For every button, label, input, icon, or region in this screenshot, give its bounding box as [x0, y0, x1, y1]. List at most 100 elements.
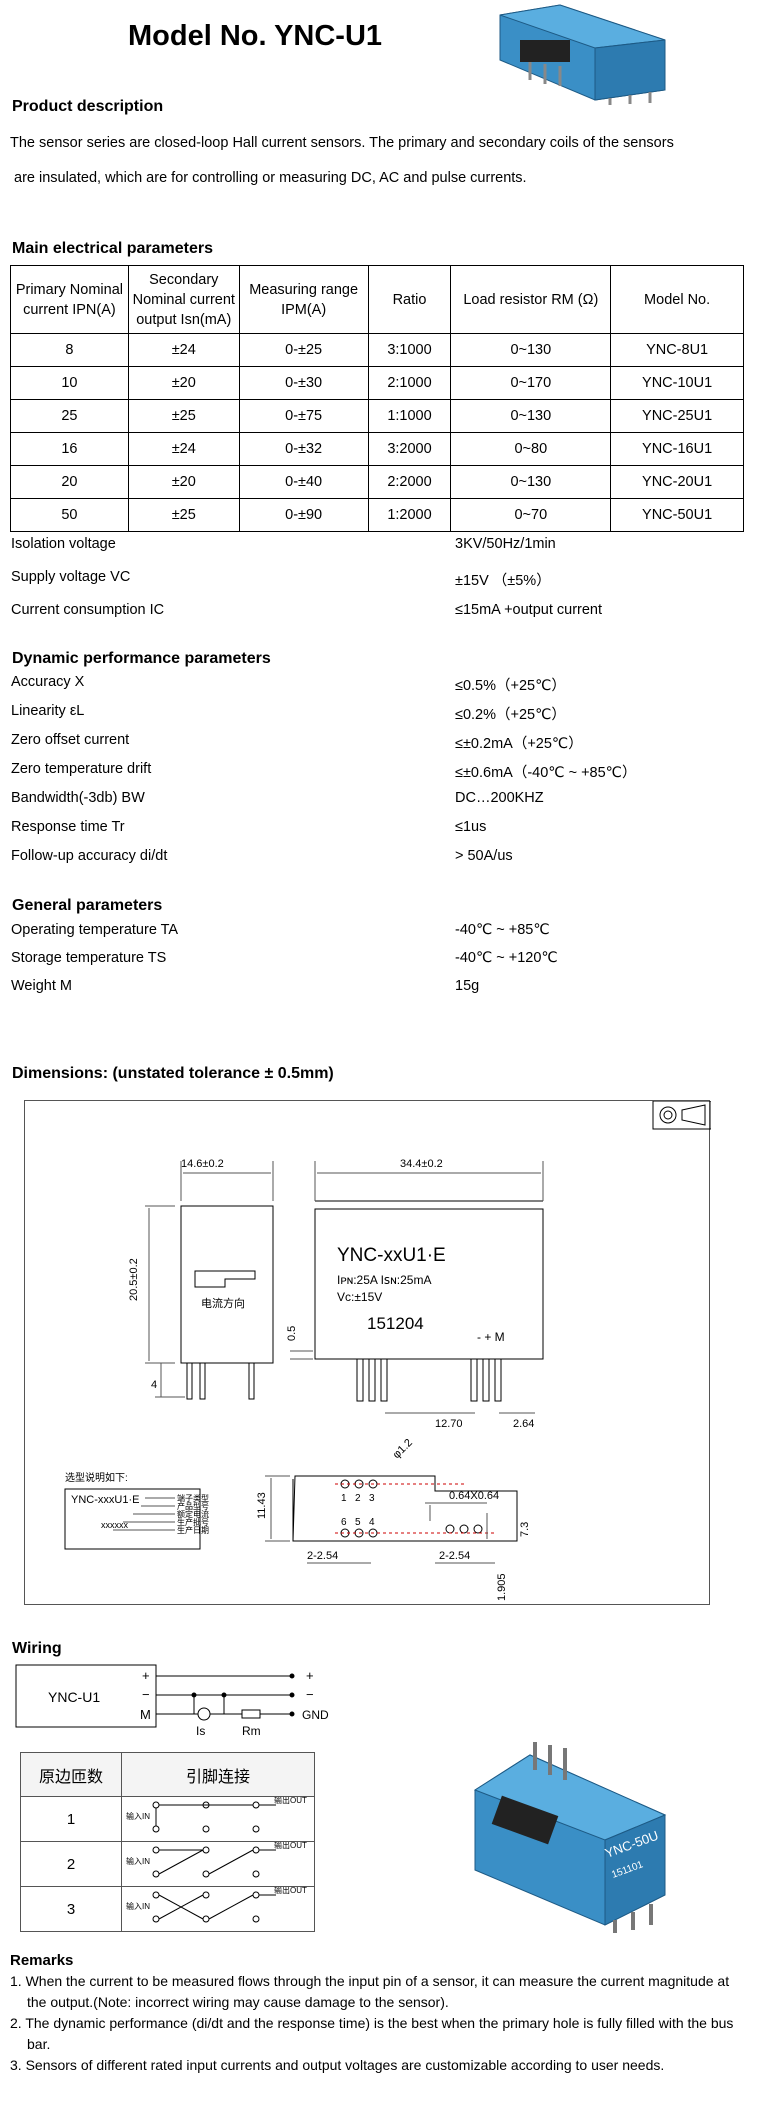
table-cell: 0-±40: [238, 465, 369, 499]
param-label: Storage temperature TS: [11, 950, 167, 966]
dim-width-right: 34.4±0.2: [400, 1158, 443, 1170]
table-cell: 0-±25: [238, 333, 369, 367]
dim-05: 0.5: [286, 1326, 298, 1341]
dimension-drawing: 14.6±0.2 34.4±0.2 20.5±0.2 4 0.5 12.70 2…: [24, 1100, 711, 1605]
pin-number: 5: [355, 1517, 361, 1528]
table-row: 1 输入IN 输出OUT: [19, 1795, 315, 1842]
param-label: Accuracy X: [11, 674, 85, 690]
table-cell: 50: [10, 498, 129, 532]
pin-number: 2: [355, 1493, 361, 1504]
pin-number: 4: [369, 1517, 375, 1528]
remark-item: 3. Sensors of different rated input curr…: [10, 2057, 665, 2073]
table-cell: 10: [10, 366, 129, 400]
dim-2254-left: 2-2.54: [307, 1550, 338, 1562]
wiring-terminal: −: [142, 1687, 150, 1702]
param-label: Operating temperature TA: [11, 922, 179, 938]
selection-sub: xxxxxx: [101, 1520, 129, 1530]
remarks: Remarks 1. When the current to be measur…: [10, 1950, 750, 2076]
wiring-heading: Wiring: [12, 1640, 62, 1657]
wiring-rail: −: [306, 1687, 314, 1702]
column-header: Primary Nominal current IPN(A): [10, 265, 129, 334]
product-photo-bottom: YNC-50U 151101: [473, 1742, 667, 1933]
resistor-label: Rm: [242, 1724, 261, 1738]
main-params-heading: Main electrical parameters: [12, 240, 213, 257]
table-cell: ±25: [127, 399, 240, 433]
table-cell: 1: [19, 1796, 123, 1842]
dim-264: 2.64: [513, 1418, 534, 1430]
table-cell: 0-±32: [238, 432, 369, 466]
dynamic-heading: Dynamic performance parameters: [12, 650, 271, 667]
table-cell: 0-±90: [238, 498, 369, 532]
table-cell: 0~130: [450, 465, 612, 499]
param-value: ≤0.2%（+25℃）: [455, 707, 566, 723]
selection-item: 产品型号: [177, 1501, 209, 1511]
wiring-diagram: YNC-U1 + − M + − GND Is Rm: [15, 1664, 329, 1738]
param-value: 3KV/50Hz/1min: [455, 536, 556, 552]
wiring-terminal: M: [140, 1707, 151, 1722]
table-cell: 3:2000: [367, 432, 452, 466]
selection-item: 端子类型: [177, 1493, 209, 1503]
dim-phi12: φ1.2: [391, 1437, 415, 1461]
front-label-4: 151204: [367, 1314, 424, 1333]
table-row: 3 输入IN 输出OUT: [19, 1885, 315, 1932]
dim-4: 4: [151, 1379, 157, 1391]
param-label: Isolation voltage: [11, 536, 116, 552]
remark-item: 1. When the current to be measured flows…: [10, 1973, 730, 2010]
table-cell: 0~130: [450, 399, 612, 433]
arrow-label: 电流方向: [201, 1296, 245, 1310]
front-label-1: YNC-xxU1·E: [337, 1245, 446, 1266]
pin-number: 3: [369, 1493, 375, 1504]
dimensions-heading: Dimensions: (unstated tolerance ± 0.5mm): [12, 1065, 334, 1082]
table-cell: 0-±75: [238, 399, 369, 433]
selection-item: 生产批号: [177, 1517, 209, 1527]
param-value: ≤0.5%（+25℃）: [455, 678, 566, 694]
remarks-heading: Remarks: [10, 1952, 74, 1969]
table-cell: YNC-20U1: [610, 465, 744, 499]
dim-height: 20.5±0.2: [128, 1258, 140, 1301]
param-value: ±15V （±5%）: [455, 573, 551, 589]
table-cell: ±20: [127, 465, 240, 499]
param-label: Zero offset current: [11, 732, 130, 748]
main-params-table: Primary Nominal current IPN(A) Secondary…: [10, 265, 744, 532]
param-value: > 50A/us: [455, 848, 513, 864]
dimension-drawing-svg: 14.6±0.2 34.4±0.2 20.5±0.2 4 0.5 12.70 2…: [64, 1101, 711, 1601]
selection-item: 生产日期: [177, 1525, 209, 1535]
table-cell: 2:1000: [367, 366, 452, 400]
pin-number: 6: [341, 1517, 347, 1528]
param-label: Current consumption IC: [11, 602, 165, 618]
dim-1270: 12.70: [435, 1418, 463, 1430]
table-cell: 1:1000: [367, 399, 452, 433]
dim-73: 7.3: [519, 1522, 531, 1537]
product-description-line-2: are insulated, which are for controlling…: [14, 170, 527, 186]
product-description-heading: Product description: [12, 98, 164, 115]
param-label: Linearity εL: [11, 703, 85, 719]
param-label: Follow-up accuracy di/dt: [11, 848, 168, 864]
general-heading: General parameters: [12, 897, 163, 914]
table-cell: 3: [19, 1886, 123, 1932]
table-cell: 0~130: [450, 333, 612, 367]
selection-title: 选型说明如下:: [65, 1471, 128, 1484]
param-value: -40℃ ~ +85℃: [455, 922, 550, 938]
param-label: Weight M: [11, 978, 72, 994]
pin-labels: - + M: [477, 1330, 505, 1344]
table-cell: YNC-16U1: [610, 432, 744, 466]
out-label: 输出OUT: [274, 1842, 307, 1850]
table-cell: 2:2000: [367, 465, 452, 499]
column-header: Measuring range IPM(A): [238, 265, 369, 334]
column-header: 引脚连接: [121, 1752, 315, 1797]
pin-connection-diagram: 输入IN 输出OUT: [126, 1795, 307, 1833]
table-cell: 20: [10, 465, 129, 499]
pin-connection-cell: 输入IN 输出OUT: [121, 1885, 315, 1932]
wiring-device: YNC-U1: [48, 1689, 100, 1705]
dim-width-left: 14.6±0.2: [181, 1158, 224, 1170]
pin-connection-cell: 输入IN 输出OUT: [121, 1795, 315, 1842]
in-label: 输入IN: [126, 1901, 150, 1911]
table-cell: 1:2000: [367, 498, 452, 532]
pin-connection-cell: 输入IN 输出OUT: [121, 1840, 315, 1887]
param-label: Bandwidth(-3db) BW: [11, 790, 145, 806]
table-row: 2 输入IN 输出OUT: [19, 1840, 315, 1887]
